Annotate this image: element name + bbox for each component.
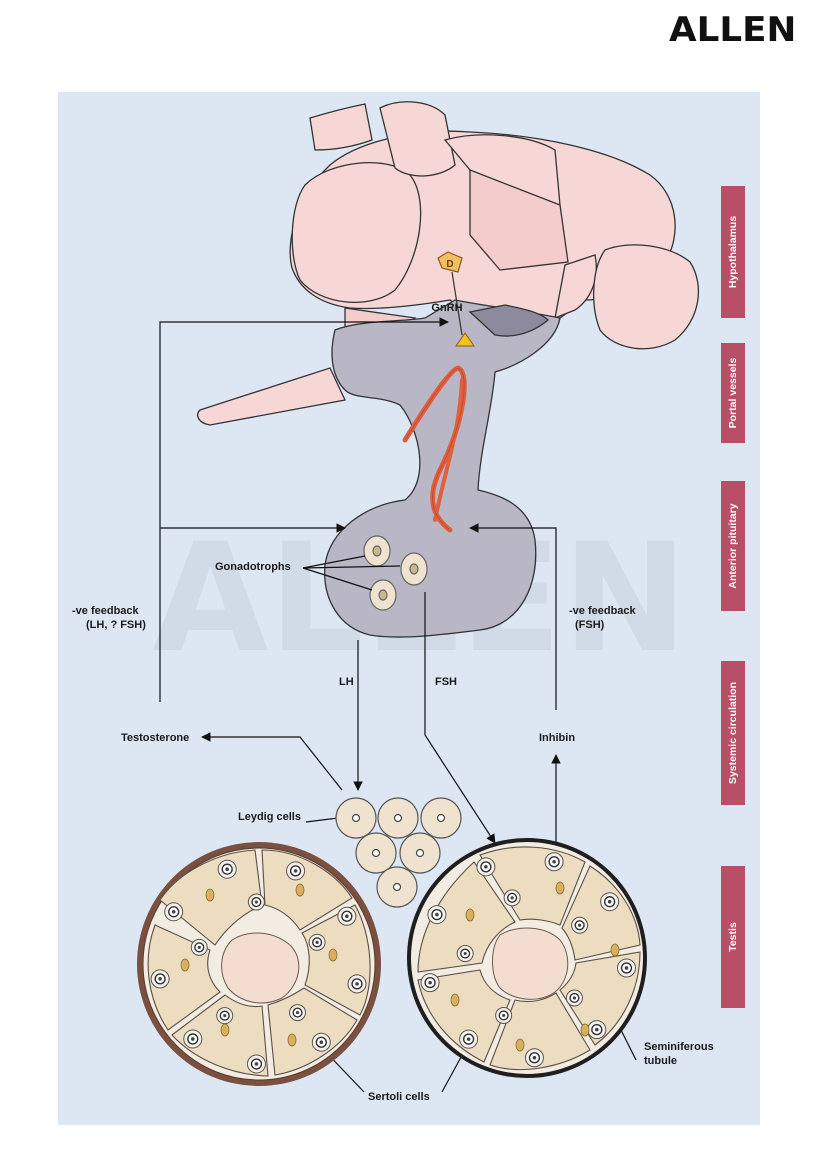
gnrh-label: GnRH (431, 302, 462, 314)
neuron-marker: D (446, 259, 453, 270)
gonadotroph-cell (400, 552, 428, 586)
testosterone-arrow (201, 732, 343, 791)
seminiferous-pointer (619, 1027, 637, 1061)
leydig-cell (355, 832, 397, 874)
allen-logo: ALLEN (668, 10, 797, 50)
neg-feedback-right-line2: (FSH) (575, 619, 605, 631)
seminiferous-label-line2: tubule (644, 1055, 677, 1067)
side-label-systemic-circulation: Systemic circulation (721, 661, 745, 805)
gonadotroph-cell (369, 579, 397, 611)
side-label-hypothalamus: Hypothalamus (721, 186, 745, 318)
leydig-cell (376, 866, 418, 908)
leydig-cell (399, 832, 441, 874)
leydig-cells (335, 797, 462, 908)
fsh-arrow (424, 592, 496, 844)
gnrh-neuron: D (437, 251, 475, 347)
tubule-right (407, 838, 647, 1078)
seminiferous-label-line1: Seminiferous (644, 1041, 714, 1053)
sertoli-cells-label: Sertoli cells (368, 1091, 430, 1103)
leydig-cell (335, 797, 377, 839)
inhibin-label: Inhibin (539, 732, 575, 744)
leydig-cell (420, 797, 462, 839)
gonadotroph-cell (363, 535, 391, 567)
side-label-testis: Testis (721, 866, 745, 1008)
gonadotrophs-label: Gonadotrophs (215, 561, 291, 573)
testosterone-label: Testosterone (121, 732, 189, 744)
side-label-anterior-pituitary: Anterior pituitary (721, 481, 745, 611)
leydig-cells-label: Leydig cells (238, 811, 301, 823)
fsh-label: FSH (435, 676, 457, 688)
neg-feedback-right-line1: -ve feedback (569, 605, 637, 617)
neg-feedback-left-line2: (LH, ? FSH) (86, 619, 146, 631)
tubule-left (137, 842, 381, 1086)
side-label-portal-vessels: Portal vessels (721, 343, 745, 443)
feedback-to-hypothalamus-arrow (159, 317, 449, 702)
lh-label: LH (339, 676, 354, 688)
leydig-cell (377, 797, 419, 839)
neg-feedback-left-line1: -ve feedback (72, 605, 140, 617)
gonadotroph-cells (363, 535, 428, 611)
pathway-lines (159, 317, 637, 1093)
gonadotroph-pointer (302, 555, 366, 569)
leydig-pointer (305, 817, 339, 823)
brain (197, 101, 700, 426)
feedback-right-arrow (469, 523, 557, 710)
portal-vessels (402, 365, 467, 533)
